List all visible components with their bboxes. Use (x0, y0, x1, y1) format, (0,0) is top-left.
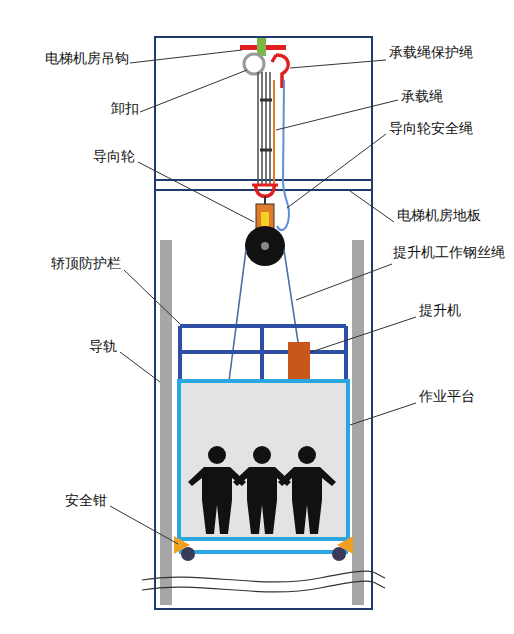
hoist-wire-rope (284, 250, 298, 342)
wheel-link (264, 196, 266, 204)
part-label: 导向轮 (92, 148, 136, 165)
break-line (142, 571, 385, 582)
part-label: 轿顶防护栏 (50, 255, 122, 272)
part-label: 卸扣 (110, 100, 140, 117)
wheel-axle (261, 242, 269, 250)
guardrail (180, 326, 346, 381)
hook (276, 55, 288, 88)
guide-wheel (245, 226, 285, 266)
part-label: 导向轮安全绳 (388, 120, 474, 137)
protection-rope (273, 80, 275, 185)
rope-clamp (260, 149, 272, 152)
platform-base (181, 539, 346, 552)
part-label: 承载绳保护绳 (388, 44, 474, 61)
break-line (142, 581, 385, 592)
hoist-wire-rope (229, 250, 246, 381)
part-label: 承载绳 (400, 88, 444, 105)
hoist (288, 342, 310, 380)
part-label: 提升机 (418, 302, 462, 319)
floor-shackle-pin (252, 184, 278, 187)
part-label: 电梯机房吊钩 (44, 50, 130, 67)
bearing-rope (258, 72, 270, 185)
leader-line (110, 50, 416, 544)
worker-figures (188, 446, 336, 534)
hook-block (257, 38, 266, 56)
machine-room-floor (155, 180, 372, 190)
platform-wheel (332, 547, 346, 561)
part-label: 电梯机房地板 (396, 207, 482, 224)
hook-tip (272, 55, 276, 62)
part-label: 作业平台 (418, 388, 476, 405)
guide-rail (160, 240, 172, 605)
rope-clamp (260, 99, 272, 102)
safety-gear (337, 536, 353, 554)
shackle (244, 54, 264, 74)
wheel-bracket-inner (261, 212, 269, 226)
part-label: 导轨 (88, 338, 118, 355)
shaft-outline (155, 37, 372, 609)
work-platform (179, 381, 348, 539)
part-label: 安全钳 (64, 492, 108, 509)
platform-wheel (181, 547, 195, 561)
part-label: 提升机工作钢丝绳 (392, 244, 506, 261)
floor-shackle (256, 185, 274, 196)
safety-gear (174, 536, 190, 554)
